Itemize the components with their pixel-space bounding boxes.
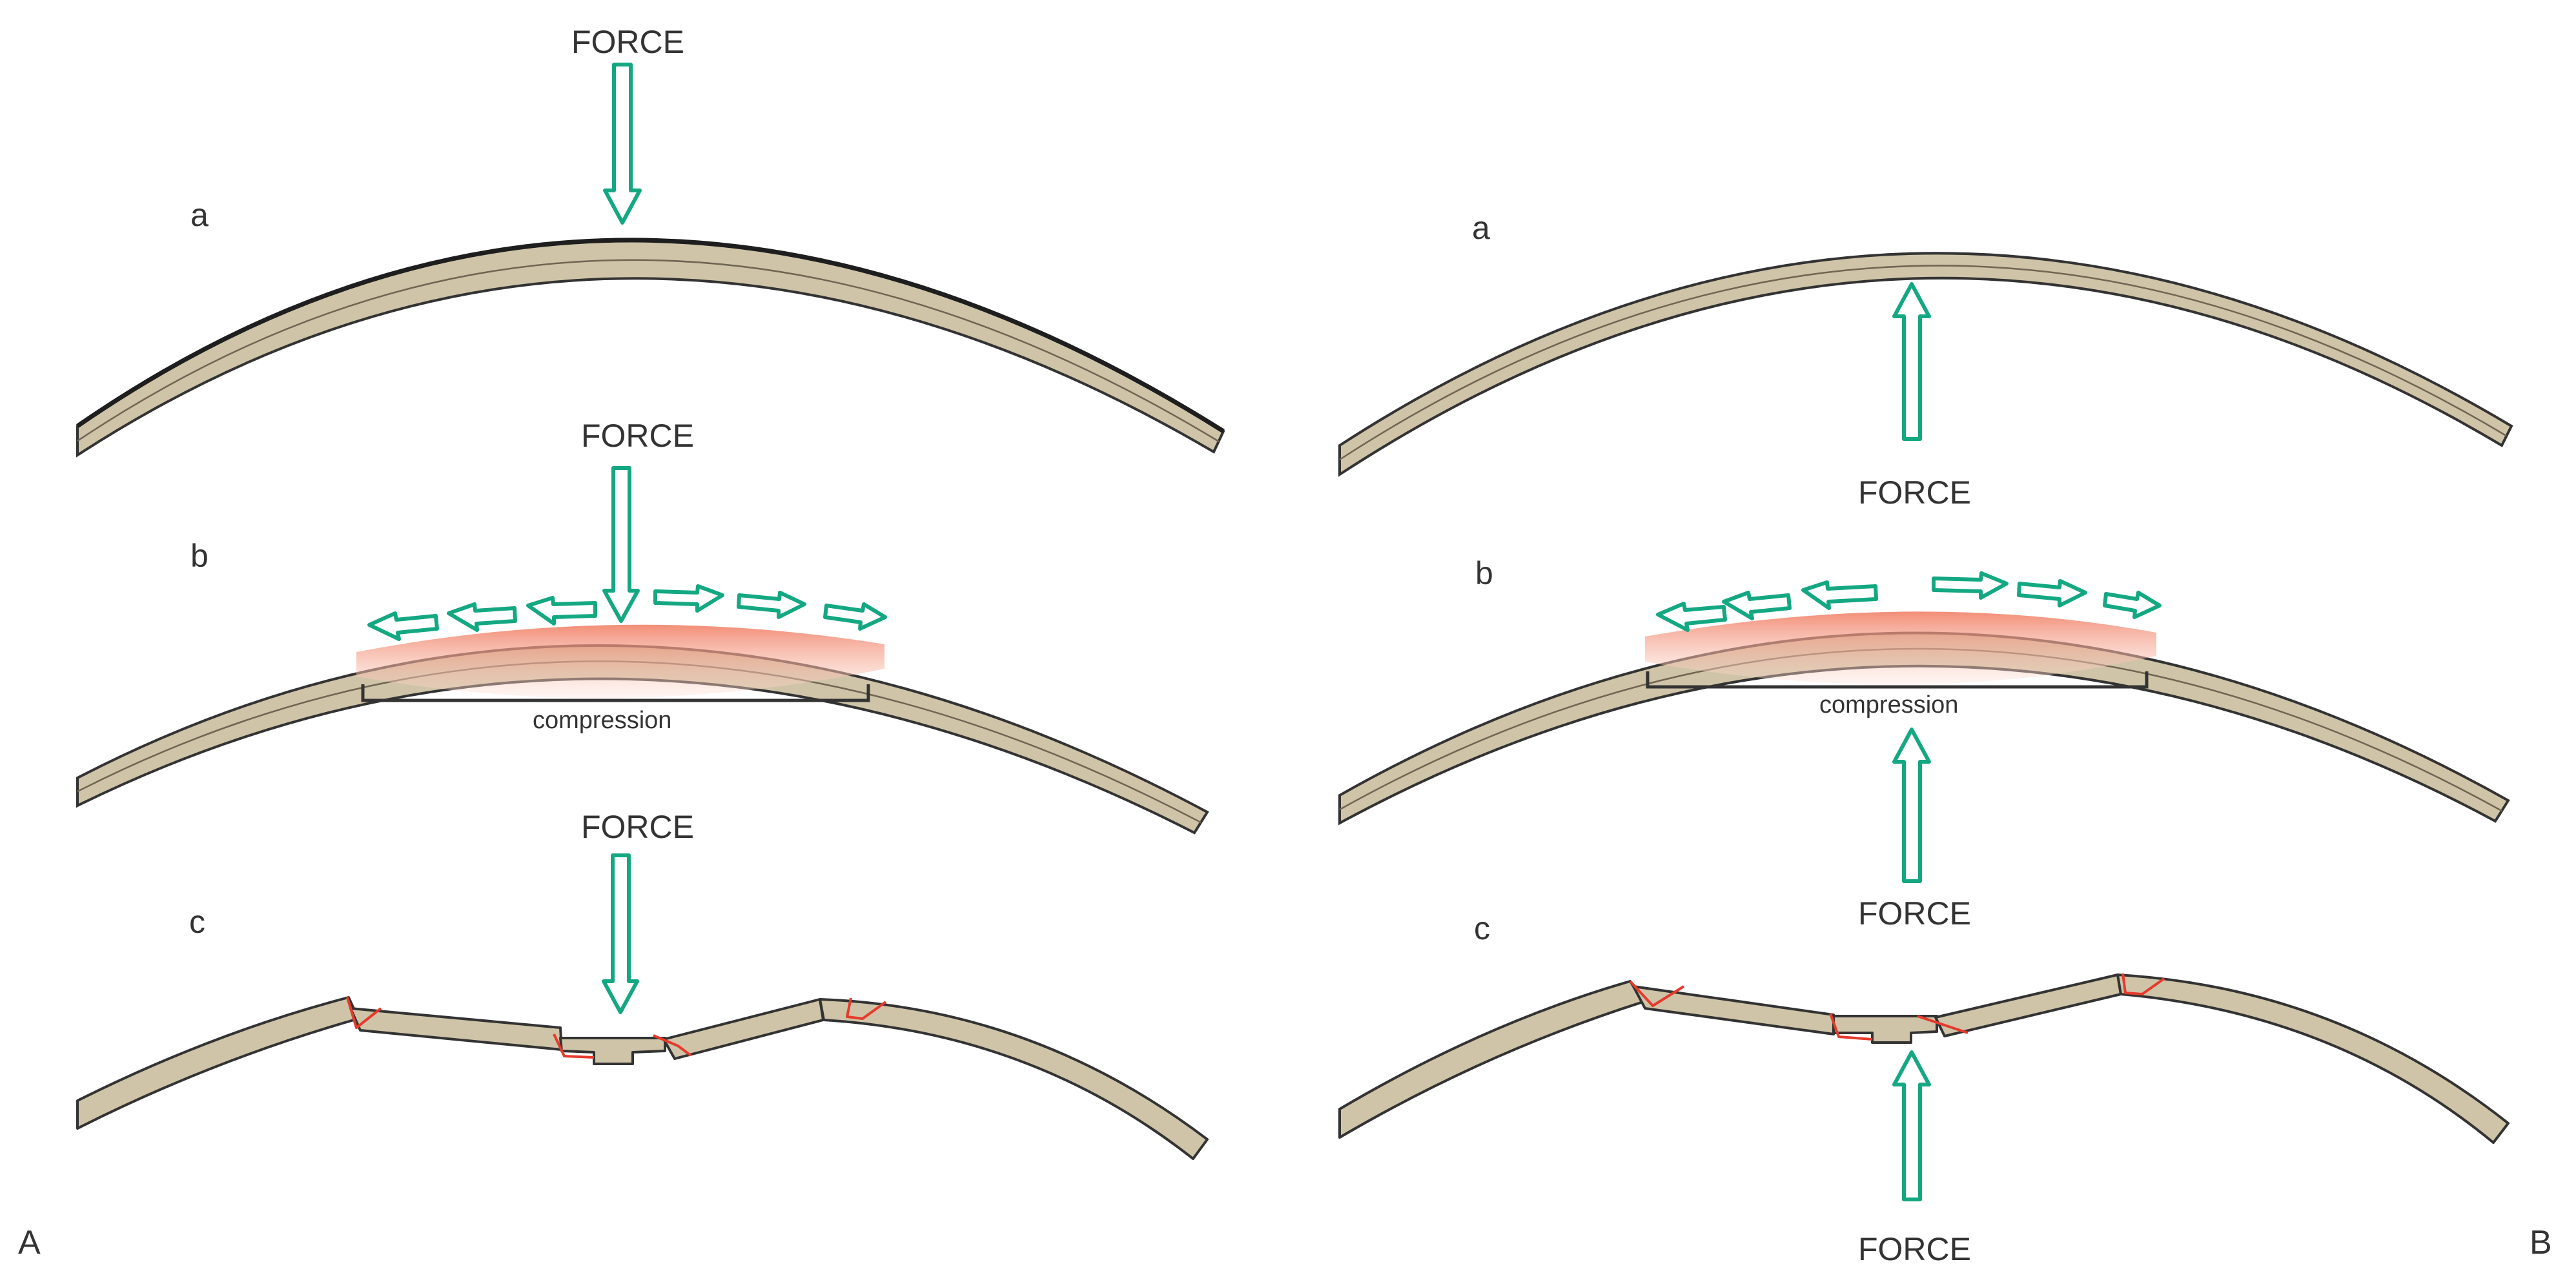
panel-a-row-a-bone-inner-line xyxy=(77,259,1220,443)
panel-a-row-a-force-label: FORCE xyxy=(571,24,684,60)
panel-a-row-c-fragment-center xyxy=(559,1037,666,1065)
panel-b-row-a-bone xyxy=(1338,252,2513,477)
panel-a-row-c-force-label: FORCE xyxy=(581,809,694,845)
panel-a-row-b-force-label: FORCE xyxy=(581,418,694,454)
panel-a-row-b: compression FORCE b xyxy=(76,418,1209,835)
panel-b-row-c: FORCE c xyxy=(1338,910,2510,1267)
panel-a-row-c-fracture-lines xyxy=(346,997,887,1059)
panel-b-row-c-label: c xyxy=(1474,910,1490,946)
panel-b-row-b-force-arrow-up xyxy=(1892,728,1931,883)
panel-b-compression-zone xyxy=(1645,611,2156,685)
panel-b-compression-label: compression xyxy=(1819,691,1958,718)
panel-a-label: A xyxy=(18,1224,41,1261)
panel-b-row-a-label: a xyxy=(1472,210,1490,246)
panel-b-compression-bracket xyxy=(1646,671,2149,689)
panel-a-compression-zone xyxy=(356,624,884,698)
panel-b-row-a-force-label: FORCE xyxy=(1858,474,1971,511)
panel-b-row-c-force-label: FORCE xyxy=(1858,1231,1971,1267)
panel-a-row-a: FORCE a xyxy=(76,24,1225,458)
panel-b-label: B xyxy=(2530,1224,2552,1261)
panel-b-row-c-fracture-lines xyxy=(1629,973,2165,1041)
panel-a-row-c-fragment-left xyxy=(76,996,360,1130)
panel-b-row-c-fragment-right xyxy=(2116,973,2510,1144)
panel-a-row-c-fragment-mid-right xyxy=(662,998,824,1060)
panel-a-row-c-label: c xyxy=(189,904,205,940)
panel-b-spread-arrows-right xyxy=(1932,571,2162,619)
panel-a-row-c-force-arrow-down xyxy=(602,853,639,1014)
panel-b: FORCE a compression FORCE b xyxy=(1338,210,2552,1267)
panel-a: FORCE a compression FORCE b xyxy=(18,24,1225,1261)
panel-a-row-a-force-arrow-down xyxy=(603,63,642,225)
panel-b-row-b-force-label: FORCE xyxy=(1858,895,1971,932)
panel-b-row-c-force-arrow-up xyxy=(1892,1050,1931,1201)
panel-b-row-c-fragment-mid-left xyxy=(1632,985,1835,1035)
panel-a-row-b-label: b xyxy=(190,538,209,574)
panel-b-row-a: FORCE a xyxy=(1338,210,2513,511)
panel-b-row-c-fragment-left xyxy=(1338,980,1644,1139)
panel-a-compression-label: compression xyxy=(533,707,671,734)
panel-a-row-c: FORCE c xyxy=(76,809,1209,1160)
panel-a-spread-arrows-left xyxy=(367,596,597,641)
panel-b-row-b-label: b xyxy=(1475,555,1493,591)
panel-b-row-b: compression FORCE b xyxy=(1338,555,2510,932)
panel-a-spread-arrows-right xyxy=(653,584,887,631)
panel-b-spread-arrows-left xyxy=(1656,580,1878,632)
panel-a-row-c-fragment-mid-left xyxy=(349,1007,563,1051)
panel-a-row-c-fragment-right xyxy=(819,998,1209,1160)
panel-a-row-b-force-arrow-down xyxy=(602,466,640,623)
panel-a-compression-bracket xyxy=(361,684,870,702)
panel-b-row-a-force-arrow-up xyxy=(1892,282,1931,441)
panel-a-row-a-label: a xyxy=(190,197,209,233)
panel-b-row-c-fragment-mid-right xyxy=(1934,973,2122,1037)
panel-a-row-a-bone-outer-edge xyxy=(76,238,1225,433)
panel-b-row-a-bone-inner-line xyxy=(1339,265,2507,461)
